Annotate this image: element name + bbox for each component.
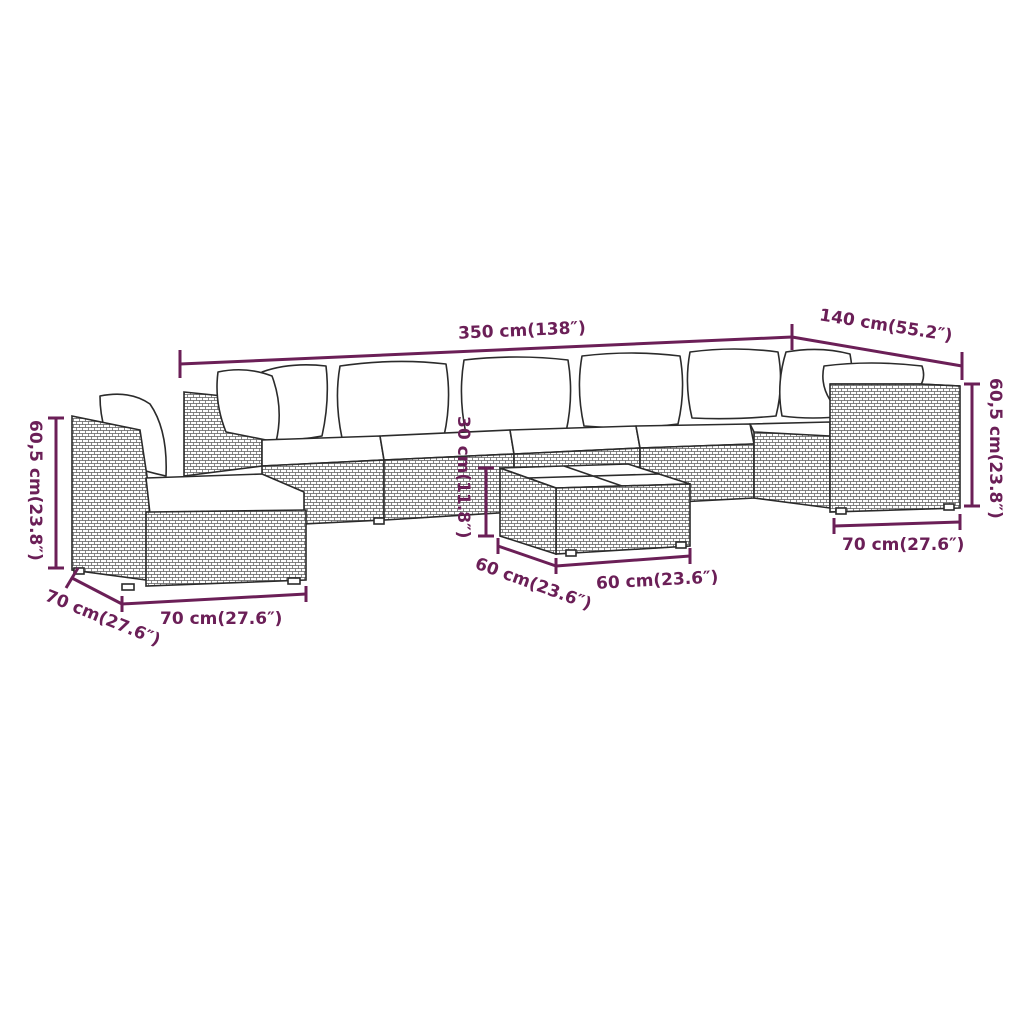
leg	[373, 517, 385, 525]
leg	[675, 541, 687, 549]
chair-base	[145, 509, 307, 587]
total-length-label: 350 cm(138″)	[458, 318, 587, 344]
coffee-table	[499, 463, 691, 557]
right-height-label: 60,5 cm(23.8″)	[985, 378, 1005, 519]
table-height-label: 30 cm(11.8″)	[453, 416, 473, 538]
back-cushion	[686, 348, 782, 420]
left-width-label: 70 cm(27.6″)	[160, 609, 282, 629]
leg	[121, 583, 135, 591]
left-height-label: 60,5 cm(23.8″)	[25, 420, 45, 561]
leg	[73, 567, 85, 575]
sofa-base	[383, 453, 515, 521]
right-width-label: 70 cm(27.6″)	[842, 535, 964, 555]
leg	[835, 507, 847, 515]
table-depth-label: 60 cm(23.6″)	[472, 554, 594, 615]
table-front	[555, 483, 691, 555]
corner-back	[829, 383, 961, 513]
table-side	[499, 466, 557, 556]
table-width-label: 60 cm(23.6″)	[596, 567, 719, 593]
leg	[287, 577, 301, 585]
leg	[943, 503, 955, 511]
corner-base	[753, 429, 831, 509]
chair-seat	[145, 473, 305, 515]
total-depth-label: 140 cm(55.2″)	[818, 305, 954, 346]
back-cushion	[460, 356, 572, 437]
corner-top-edge	[830, 383, 961, 387]
back-cushion	[336, 360, 450, 441]
dimension-lines	[48, 324, 980, 612]
single-chair	[71, 393, 307, 591]
throw-cushion	[216, 368, 280, 443]
chair-back	[71, 415, 151, 581]
leg	[565, 549, 577, 557]
table-top-divider	[527, 465, 661, 487]
back-cushion	[578, 352, 684, 429]
left-depth-label: 70 cm(27.6″)	[42, 586, 163, 650]
